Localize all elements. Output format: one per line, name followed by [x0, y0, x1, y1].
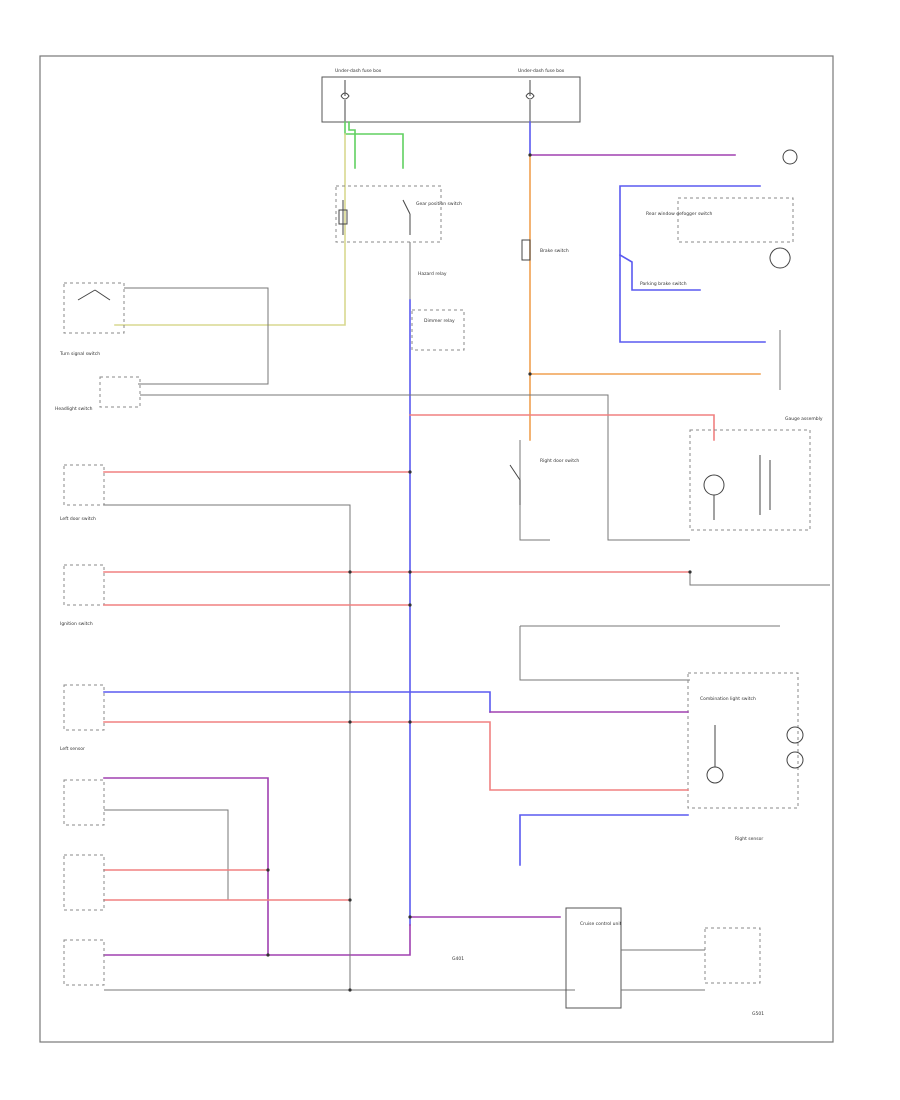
- sensor-left-4: [63, 939, 105, 986]
- sensor-left-3: [63, 854, 105, 911]
- gauge-box: [689, 429, 811, 531]
- wire-gray-ign: [689, 572, 830, 586]
- fuse-box: [321, 76, 581, 123]
- hazard-relay-label: Hazard relay: [418, 271, 447, 277]
- sensor-left-2: [63, 779, 105, 826]
- ground-g401: G401: [452, 956, 464, 962]
- fuse-label-right: Under-dash fuse box: [518, 68, 565, 74]
- ignition-switch: [63, 564, 105, 606]
- turn-signal-label: Turn signal switch: [59, 351, 100, 357]
- gauge-label: Gauge assembly: [785, 416, 823, 422]
- wire-blue-lower: [519, 814, 689, 866]
- sensor-right-label: Right sensor: [735, 836, 763, 842]
- right-door-label: Right door switch: [540, 458, 579, 464]
- sensor-left-1: [63, 684, 105, 731]
- right-door-switch: [509, 464, 521, 505]
- cruise-control-unit: [565, 907, 622, 1009]
- wire-green-b: [348, 121, 356, 169]
- wire-yellow-down: [114, 133, 346, 326]
- ground-g501: G501: [752, 1011, 764, 1017]
- combination-switch-label: Combination light switch: [700, 696, 756, 702]
- wire-gray-cruise: [621, 949, 705, 991]
- wire-red-horizontal: [409, 414, 715, 441]
- defogger-switch-box: [677, 197, 794, 243]
- brake-switch-label: Brake switch: [540, 248, 569, 254]
- gauge-symbol: [759, 455, 771, 515]
- fuse-left: [340, 80, 350, 122]
- wire-green-a: [344, 121, 404, 169]
- combination-light-switch: [687, 672, 799, 809]
- wire-red-sensor: [103, 721, 689, 791]
- diagram-frame: [39, 55, 834, 1043]
- fuse-right: [525, 80, 535, 122]
- ignition-label: Ignition switch: [60, 621, 93, 627]
- defogger-symbol: [769, 247, 791, 269]
- wire-gray-turn: [124, 287, 269, 385]
- brake-switch: [521, 239, 531, 261]
- wire-blue-sensor: [103, 691, 491, 713]
- wire-blue-loop-inner: [618, 253, 701, 291]
- relay-block: [335, 185, 442, 243]
- left-door-switch: [63, 464, 105, 506]
- dimmer-relay-label: Dimmer relay: [424, 318, 455, 324]
- headlight-switch: [99, 376, 141, 408]
- left-door-label: Left door switch: [60, 516, 96, 522]
- wire-gray-headlight: [140, 394, 690, 541]
- gear-position-switch-label: Gear position switch: [416, 201, 462, 207]
- wire-gray-low-a: [104, 809, 229, 900]
- cruise-switch-box: [704, 927, 761, 984]
- parking-brake-label: Parking brake switch: [640, 281, 687, 287]
- defogger-switch-label: Rear window defogger switch: [646, 211, 712, 217]
- cruise-unit-label: Cruise control unit: [580, 921, 622, 927]
- wire-violet-low-left: [103, 777, 269, 956]
- dimmer-relay: [411, 309, 465, 351]
- junction-dots: [266, 153, 692, 992]
- bulb-gauge: [703, 474, 725, 496]
- wire-gray-door-left: [104, 504, 351, 990]
- wire-gray-right-door: [519, 440, 550, 541]
- wire-blue-loop: [619, 185, 766, 343]
- fuse-label-left: Under-dash fuse box: [335, 68, 382, 74]
- wire-gray-comb-top: [519, 625, 780, 681]
- turn-signal-switch: [63, 282, 125, 334]
- bulb-top-right: [782, 149, 798, 165]
- headlight-switch-label: Headlight switch: [55, 406, 93, 412]
- sensor-left-label: Left sensor: [60, 746, 85, 752]
- wire-violet-lower: [269, 924, 411, 956]
